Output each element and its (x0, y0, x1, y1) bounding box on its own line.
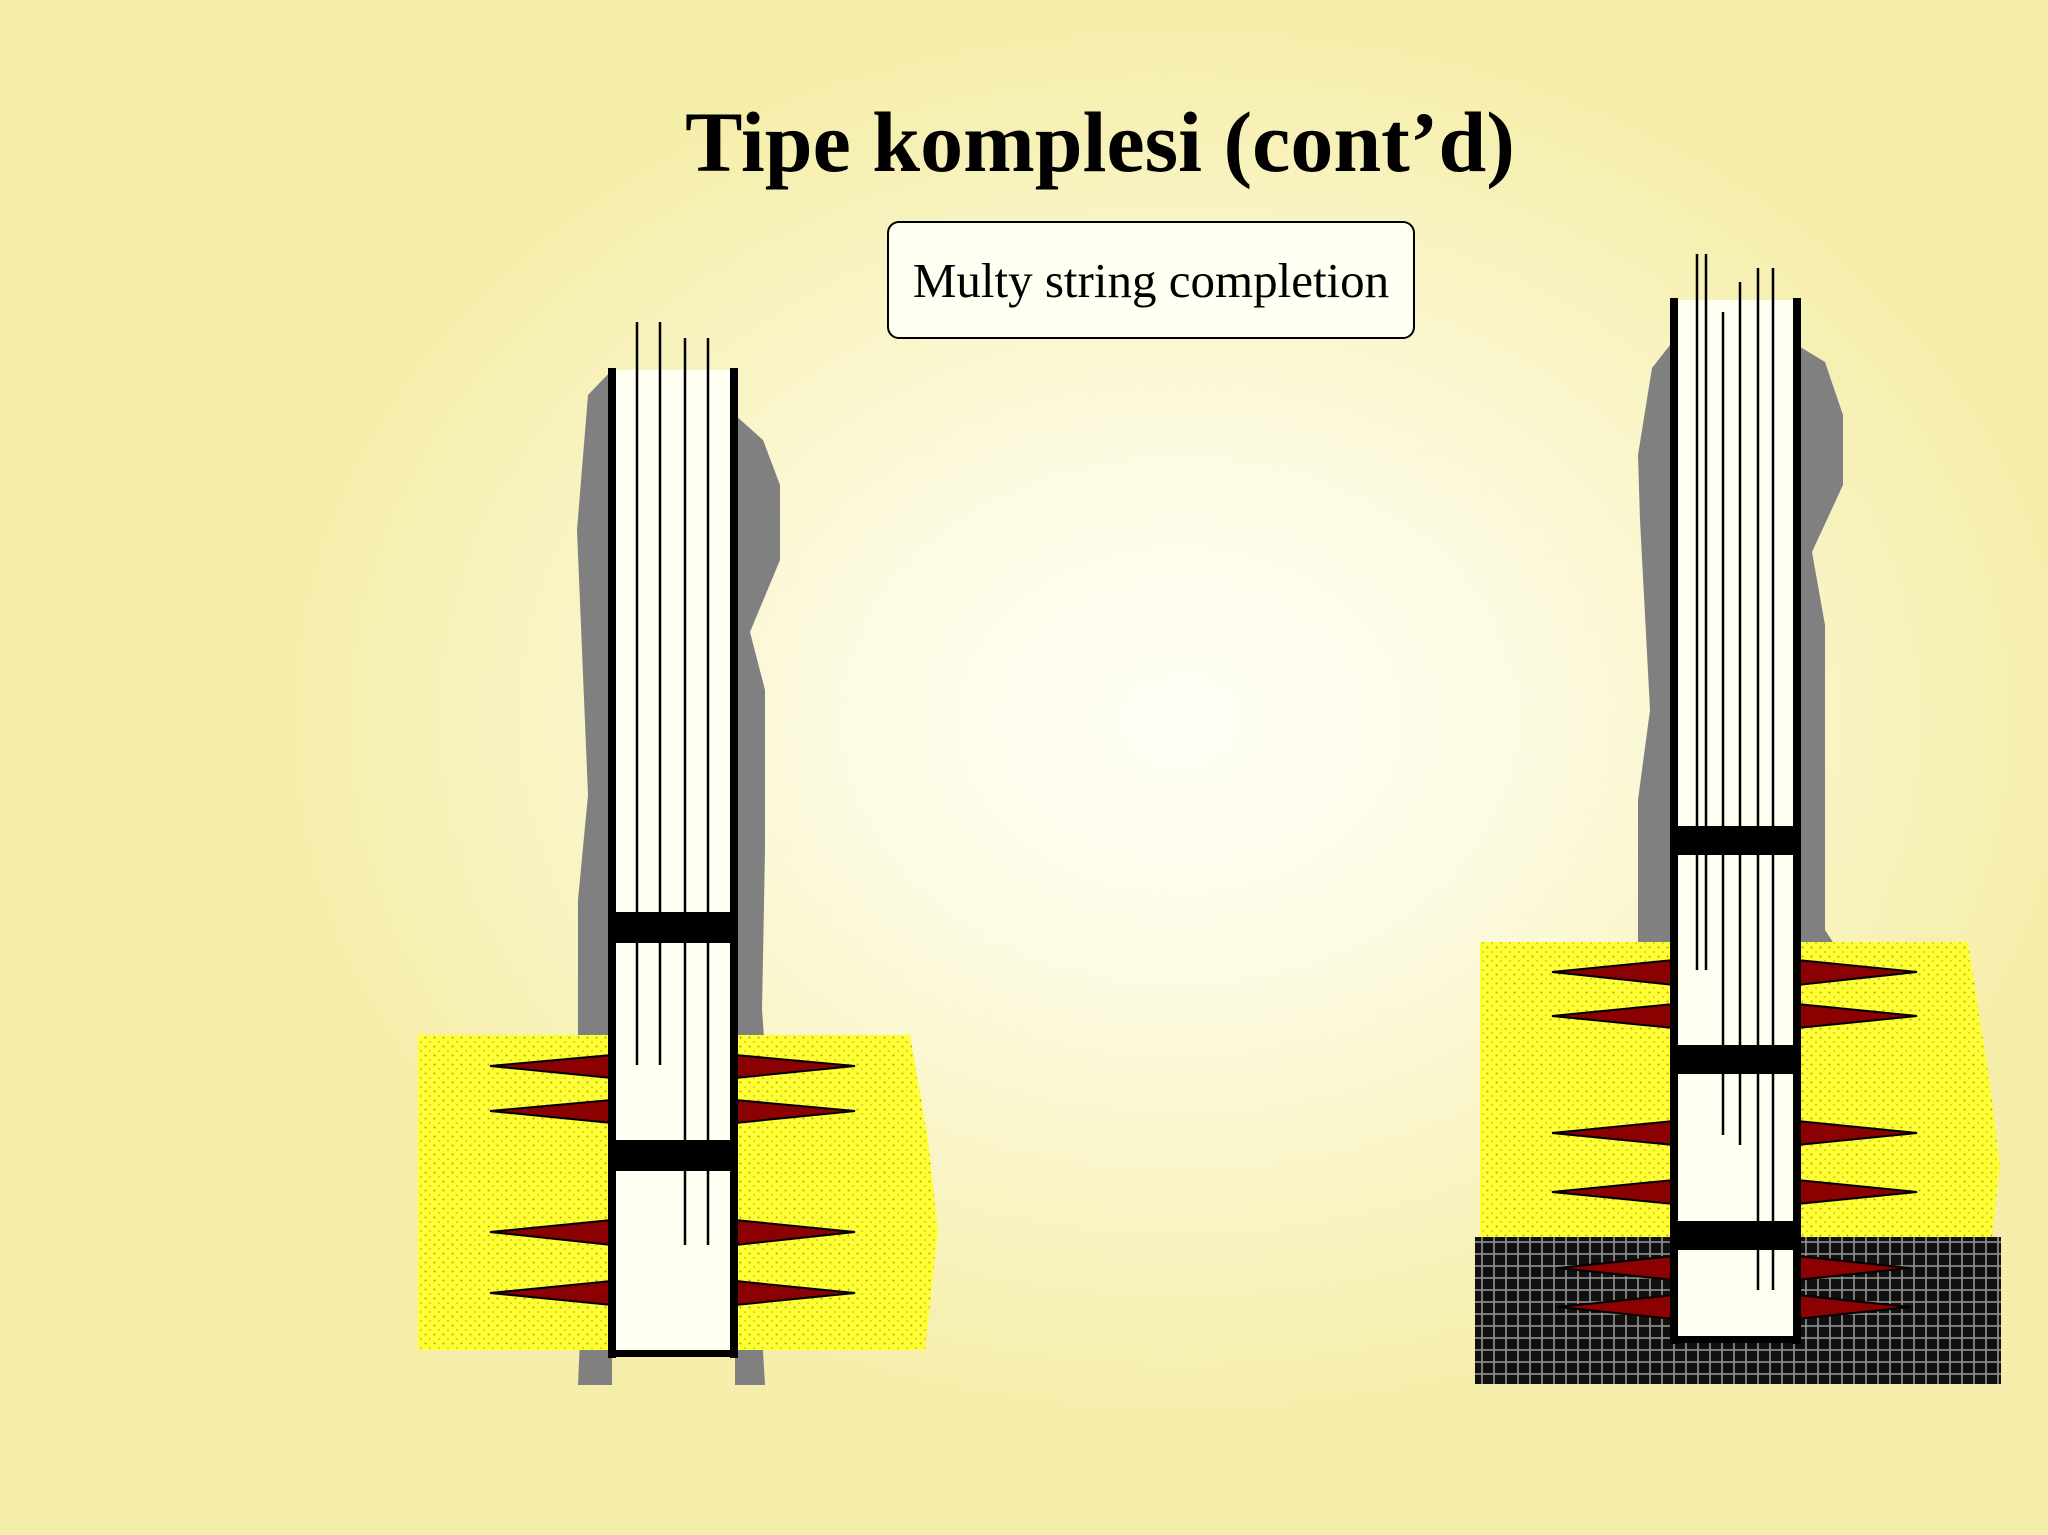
casing-wall-right (730, 368, 738, 1358)
packer-lower (612, 1140, 735, 1171)
wellbore-interior (612, 370, 735, 1355)
casing-wall-left (608, 368, 616, 1358)
casing-wall-right (1793, 298, 1801, 1344)
casing-wall-left (1670, 298, 1678, 1344)
perforations-left (1551, 958, 1675, 1321)
packer-upper (612, 912, 735, 943)
well-dual-string (418, 322, 938, 1385)
perforations-right (1796, 958, 1918, 1321)
perforations-left (489, 1053, 613, 1307)
slide-title: Tipe komplesi (cont’d) (685, 94, 1515, 190)
subtitle-box: Multy string completion (887, 221, 1415, 339)
tubing-strings (635, 322, 710, 1245)
casing-shoe (1670, 1336, 1801, 1343)
cement-sheath-left (1638, 340, 1674, 1110)
casing-shoe (608, 1350, 738, 1357)
packer-lower (1674, 1221, 1797, 1250)
subtitle-label: Multy string completion (912, 252, 1390, 308)
wellbore-interior (1674, 300, 1797, 1340)
perforations-right (734, 1053, 856, 1307)
packer-upper (1674, 826, 1797, 855)
well-triple-string (1475, 254, 2001, 1384)
cement-sheath-right (1797, 345, 1843, 1110)
tubing-strings (1695, 254, 1775, 1290)
packer-middle (1674, 1045, 1797, 1074)
